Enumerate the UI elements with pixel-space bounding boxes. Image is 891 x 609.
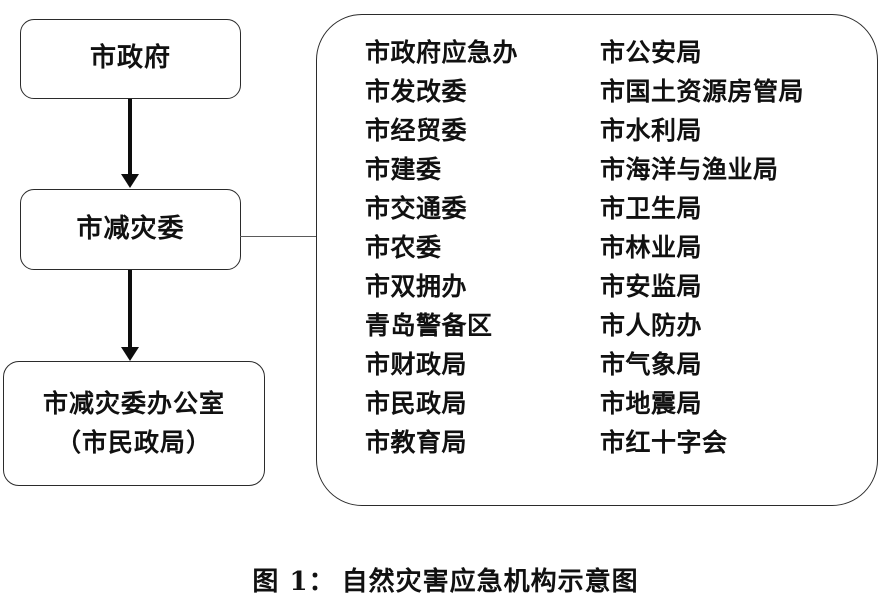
agency-name: 市红十字会 bbox=[600, 428, 728, 457]
agency-row: 市建委 市海洋与渔业局 bbox=[365, 150, 865, 189]
agency-name: 市国土资源房管局 bbox=[600, 77, 805, 106]
agency-name: 市双拥办 bbox=[365, 272, 468, 301]
agency-name: 市财政局 bbox=[365, 350, 468, 379]
arrow-government-to-committee bbox=[128, 99, 132, 175]
agency-name: 市农委 bbox=[365, 233, 442, 262]
agency-name: 市民政局 bbox=[365, 389, 468, 418]
agency-name: 市教育局 bbox=[365, 428, 468, 457]
agency-name: 市人防办 bbox=[600, 311, 703, 340]
agency-name: 市政府应急办 bbox=[365, 38, 519, 67]
agency-row: 市交通委 市卫生局 bbox=[365, 189, 865, 228]
flow-node-disaster-reduction-committee: 市减灾委 bbox=[20, 189, 241, 270]
agency-row: 市政府应急办 市公安局 bbox=[365, 33, 865, 72]
member-agencies-panel: 市政府应急办 市公安局 市发改委 市国土资源房管局 市经贸委 市水利局 市建委 … bbox=[316, 14, 878, 506]
flow-node-city-government: 市政府 bbox=[20, 19, 241, 99]
agency-name: 市海洋与渔业局 bbox=[600, 155, 779, 184]
agency-name: 市公安局 bbox=[600, 38, 703, 67]
agency-row: 市教育局 市红十字会 bbox=[365, 423, 865, 462]
arrow-committee-to-office bbox=[128, 270, 132, 348]
agency-name: 青岛警备区 bbox=[365, 311, 493, 340]
connector-committee-to-agency-panel bbox=[240, 236, 317, 238]
agency-name: 市卫生局 bbox=[600, 194, 703, 223]
agency-name: 市建委 bbox=[365, 155, 442, 184]
agency-row: 市农委 市林业局 bbox=[365, 228, 865, 267]
figure-caption-title: 自然灾害应急机构示意图 bbox=[341, 567, 639, 597]
agency-name: 市发改委 bbox=[365, 77, 468, 106]
agency-name: 市林业局 bbox=[600, 233, 703, 262]
flow-node-disaster-reduction-committee-label: 市减灾委 bbox=[76, 213, 185, 244]
agency-row: 市财政局 市气象局 bbox=[365, 345, 865, 384]
agency-name: 市水利局 bbox=[600, 116, 703, 145]
agency-name: 市经贸委 bbox=[365, 116, 468, 145]
agency-name: 市交通委 bbox=[365, 194, 468, 223]
figure-caption-label: 图 1： bbox=[252, 567, 336, 597]
member-agencies-list: 市政府应急办 市公安局 市发改委 市国土资源房管局 市经贸委 市水利局 市建委 … bbox=[365, 33, 865, 462]
flow-node-disaster-reduction-committee-office: 市减灾委办公室 （市民政局） bbox=[3, 361, 265, 486]
flow-node-city-government-label: 市政府 bbox=[89, 43, 171, 74]
agency-row: 市民政局 市地震局 bbox=[365, 384, 865, 423]
flow-node-office-label-line1: 市减灾委办公室 bbox=[42, 389, 225, 418]
agency-row: 市发改委 市国土资源房管局 bbox=[365, 72, 865, 111]
figure-caption: 图 1：自然灾害应急机构示意图 bbox=[0, 561, 891, 598]
agency-name: 市安监局 bbox=[600, 272, 703, 301]
agency-row: 青岛警备区 市人防办 bbox=[365, 306, 865, 345]
flow-node-office-label-line2: （市民政局） bbox=[55, 428, 212, 457]
agency-name: 市气象局 bbox=[600, 350, 703, 379]
agency-name: 市地震局 bbox=[600, 389, 703, 418]
agency-row: 市经贸委 市水利局 bbox=[365, 111, 865, 150]
agency-row: 市双拥办 市安监局 bbox=[365, 267, 865, 306]
